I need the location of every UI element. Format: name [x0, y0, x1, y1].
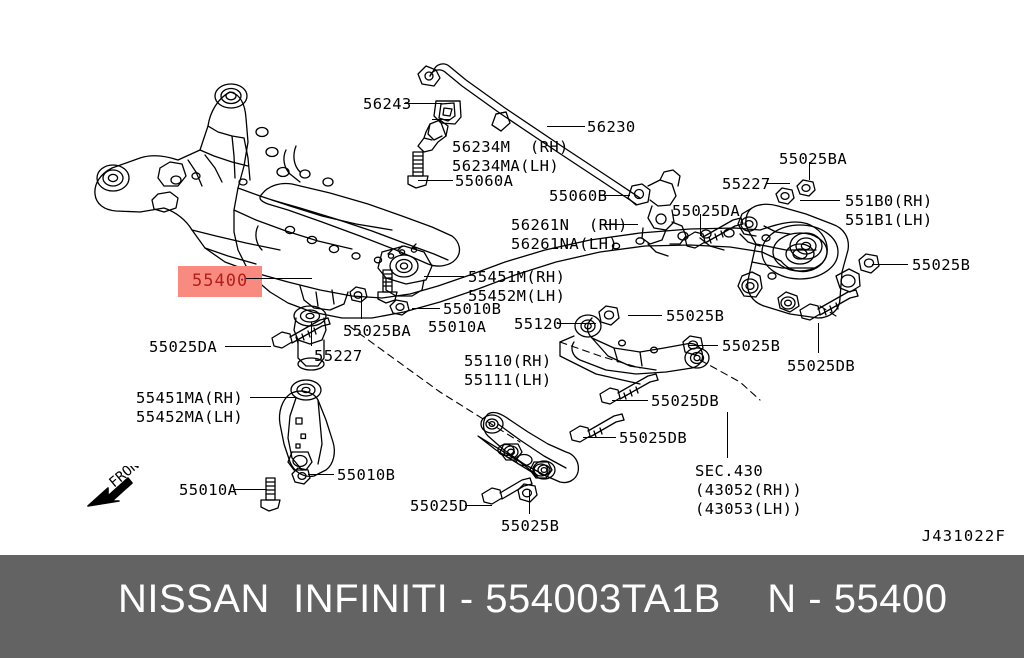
part-callout-c55060B: 55060B	[549, 187, 608, 205]
part-callout-c56243: 56243	[363, 95, 412, 113]
part-callout-cSEC430: SEC.430 (43052(RH)) (43053(LH))	[695, 462, 803, 518]
upper-link-arm-graphic	[559, 314, 710, 385]
part-callout-c56234M: 56234M (RH) 56234MA(LH)	[452, 138, 569, 175]
part-callout-c55010A_c: 55010A	[428, 318, 487, 336]
part-callout-c55025DA_l: 55025DA	[149, 338, 218, 356]
part-callout-c55060A: 55060A	[455, 172, 514, 190]
part-callout-c56261N: 56261N (RH) 56261NA(LH)	[511, 216, 628, 253]
part-callout-c55227_l: 55227	[314, 347, 363, 365]
leader-line-l-55025B-m	[628, 315, 662, 317]
subframe-bushing-graphic	[96, 83, 823, 264]
part-callout-c55025B_b: 55025B	[501, 517, 560, 535]
bolt-55025db-mid-graphic	[599, 373, 659, 405]
stabilizer-bracket-graphic	[417, 119, 449, 153]
nut-55025b-link-top-graphic	[598, 305, 620, 326]
bolt-55060a-graphic	[407, 151, 429, 189]
footer-part-reference: NISSAN INFINITI - 554003TA1B N - 55400	[118, 577, 948, 621]
bolt-55010a-center-graphic	[377, 269, 398, 304]
nut-55025ba-graphic	[349, 286, 368, 303]
part-callout-c55025DA_r: 55025DA	[672, 202, 741, 220]
leader-line-l-SEC430	[727, 412, 729, 458]
footer-bar: NISSAN INFINITI - 554003TA1B N - 55400	[0, 555, 1024, 658]
leader-line-l-55060B	[600, 195, 630, 197]
part-callout-c55025DB_b: 55025DB	[619, 429, 688, 447]
part-callout-c55451MA: 55451MA(RH) 55452MA(LH)	[136, 389, 244, 426]
nut-55025b-bottom-graphic	[517, 483, 538, 503]
stabilizer-bar-graphic	[417, 63, 641, 205]
leader-line-l-55025B-m2	[688, 345, 718, 347]
bushing-55227-right-graphic	[775, 187, 795, 205]
leader-line-l-55010A-l	[233, 489, 267, 491]
leader-line-l-55025DB-b	[583, 437, 616, 439]
leader-line-l-56243	[404, 103, 442, 105]
bolt-55025d-graphic	[481, 477, 533, 505]
leader-line-l-55227-r	[766, 183, 790, 185]
part-callout-c56230: 56230	[587, 118, 636, 136]
leader-line-l-56234M	[432, 119, 450, 121]
part-callout-c55025BA_c: 55025BA	[343, 322, 412, 340]
bolt-55025db-bottom-graphic	[569, 413, 625, 443]
leader-line-l-55025B-r	[872, 264, 908, 266]
part-callout-c55025BA_t: 55025BA	[779, 150, 848, 168]
leader-line-l-56230	[547, 126, 585, 128]
part-callout-c551B0: 551B0(RH) 551B1(LH)	[845, 192, 933, 229]
nut-55025b-right-graphic	[858, 253, 880, 274]
leader-line-l-55400	[246, 278, 312, 280]
part-callout-c55227_r: 55227	[722, 175, 771, 193]
leader-line-l-55025DA-l	[225, 346, 271, 348]
leader-line-l-55025BA-c	[361, 295, 363, 319]
leader-line-l-55451M	[424, 276, 464, 278]
part-callout-c55010B_l: 55010B	[337, 466, 396, 484]
phantom-reference-lines	[348, 305, 837, 443]
leader-line-l-55025BA-t	[809, 162, 811, 180]
part-callout-c55451M: 55451M(RH) 55452M(LH)	[468, 268, 566, 305]
part-callout-c55110: 55110(RH) 55111(LH)	[464, 352, 552, 389]
leader-line-l-55010B-c	[412, 308, 440, 310]
leader-line-l-55025DB-r	[818, 323, 820, 353]
part-callout-c55010B_c: 55010B	[443, 300, 502, 318]
front-direction-arrow-icon: FRONT	[87, 466, 149, 507]
part-callout-c55025D: 55025D	[410, 497, 469, 515]
leader-line-l-55120	[558, 323, 596, 325]
stabilizer-link-mount-graphic	[627, 169, 687, 245]
part-callout-c55025B_r: 55025B	[912, 256, 971, 274]
part-callout-c55025DB_m: 55025DB	[651, 392, 720, 410]
nut-55010b-center-graphic	[389, 299, 410, 316]
leader-line-l-55025DB-m	[612, 400, 648, 402]
mount-bracket-55451ma-graphic	[278, 379, 335, 478]
part-callout-c55010A_l: 55010A	[179, 481, 238, 499]
part-callout-c55400: 55400	[178, 266, 263, 297]
leader-line-l-551B0	[800, 200, 840, 202]
leader-line-l-55227-l	[311, 322, 313, 346]
knuckle-housing-graphic	[737, 203, 861, 319]
part-callout-c55120: 55120	[514, 315, 563, 333]
stabilizer-bushing-graphic	[433, 100, 462, 125]
bolt-55025da-right-graphic	[684, 217, 744, 249]
leader-line-l-55025B-b	[529, 490, 531, 514]
leader-line-l-55025D	[465, 505, 492, 507]
leader-line-l-55060A	[418, 180, 453, 182]
part-callout-c55025B_m2: 55025B	[722, 337, 781, 355]
leader-line-l-55025DA-r	[700, 214, 702, 236]
part-callout-c55025DB_r: 55025DB	[787, 357, 856, 375]
mount-bracket-55451m-graphic	[377, 243, 433, 297]
bolt-55025db-right-graphic	[799, 289, 859, 321]
bolt-55025da-left-graphic	[271, 317, 331, 349]
bolt-55010a-left-graphic	[260, 477, 281, 512]
diagram-id-label: J431022F	[921, 527, 1006, 545]
suspension-diagram-illustration	[94, 63, 880, 512]
part-callout-c55025B_m: 55025B	[666, 307, 725, 325]
lower-control-arm-graphic	[477, 411, 580, 484]
nut-55025ba-right-graphic	[796, 179, 816, 197]
leader-line-l-56261N	[600, 224, 638, 226]
nut-55010b-left-graphic	[291, 467, 311, 485]
leader-line-l-55010B-l	[308, 474, 334, 476]
leader-line-l-55451MA	[250, 397, 296, 399]
